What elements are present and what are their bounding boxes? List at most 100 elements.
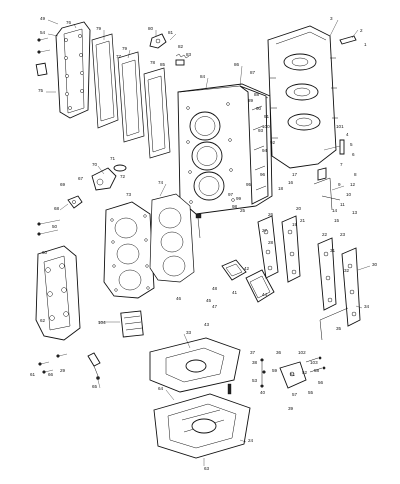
callout-69: 69 — [60, 182, 66, 187]
callout-64: 64 — [158, 386, 164, 391]
callout-24: 24 — [248, 438, 254, 443]
callout-39: 39 — [288, 406, 294, 411]
upper-adapter-plate — [149, 337, 241, 393]
transfer-cover-2 — [317, 237, 337, 311]
callout-78: 78 — [150, 60, 156, 65]
head-gasket — [149, 193, 195, 283]
callout-7: 7 — [340, 162, 343, 167]
callout-59: 59 — [272, 368, 278, 373]
callout-50: 50 — [52, 224, 58, 229]
callout-9: 9 — [338, 182, 341, 187]
callout-31: 31 — [330, 248, 336, 253]
callout-37: 37 — [250, 350, 256, 355]
cylinder-head — [103, 201, 155, 299]
reed-block — [245, 269, 275, 303]
callout-42: 42 — [244, 266, 250, 271]
callout-94: 94 — [262, 148, 268, 153]
callout-11: 11 — [340, 202, 345, 207]
callout-60: 60 — [42, 250, 48, 255]
callout-18: 18 — [278, 186, 284, 191]
callout-98: 98 — [232, 204, 238, 209]
callout-104: 104 — [98, 320, 106, 325]
small-screws-lower-left — [38, 353, 68, 374]
bracket-assembly — [279, 361, 307, 389]
callout-46: 46 — [176, 296, 182, 301]
callout-68: 68 — [54, 206, 60, 211]
callout-63: 63 — [204, 466, 210, 471]
callout-55: 55 — [308, 390, 314, 395]
transfer-cover-1 — [281, 215, 301, 283]
callout-103: 103 — [310, 360, 318, 365]
callout-79b: 79 — [122, 46, 128, 51]
callout-72: 72 — [120, 174, 126, 179]
callout-62: 62 — [40, 318, 46, 323]
callout-44: 44 — [262, 292, 268, 297]
callout-23: 23 — [340, 232, 346, 237]
callout-80: 80 — [148, 26, 154, 31]
callout-19: 19 — [292, 222, 298, 227]
exhaust-cover-gasket — [91, 33, 119, 129]
callout-13: 13 — [352, 210, 358, 215]
callout-74: 74 — [158, 180, 164, 185]
fitting-small — [67, 195, 83, 209]
callout-93: 93 — [258, 128, 264, 133]
callout-34: 34 — [364, 304, 370, 309]
zinc-anode — [120, 310, 144, 338]
callout-85: 85 — [160, 62, 166, 67]
callout-33: 33 — [186, 330, 192, 335]
callout-71: 71 — [110, 156, 116, 161]
callout-97: 97 — [228, 192, 234, 197]
callout-65: 65 — [92, 384, 98, 389]
callout-48: 48 — [212, 286, 218, 291]
callout-29: 29 — [60, 368, 66, 373]
thermostat-spring — [175, 53, 190, 66]
callout-6: 6 — [352, 152, 355, 157]
reed-plate — [221, 259, 247, 281]
callout-56: 56 — [318, 380, 324, 385]
lower-adapter-housing — [153, 393, 251, 459]
callout-96: 96 — [260, 172, 266, 177]
callout-100: 100 — [262, 124, 270, 129]
callout-102: 102 — [298, 350, 306, 355]
callout-21: 21 — [300, 218, 306, 223]
leader-lines — [46, 19, 371, 466]
callout-17: 17 — [292, 172, 298, 177]
callout-73: 73 — [126, 192, 132, 197]
exhaust-inner-gasket — [143, 67, 171, 159]
linkage-rod — [313, 177, 349, 341]
callout-22: 22 — [322, 232, 328, 237]
dowel-pin — [227, 383, 232, 395]
callout-35: 35 — [336, 326, 342, 331]
callout-38: 38 — [252, 360, 258, 365]
callout-51: 51 — [290, 372, 296, 377]
callout-89: 89 — [248, 98, 254, 103]
callout-labels: 49 54 76 79 75 79 80 81 82 83 84 85 78 7… — [30, 16, 378, 471]
callout-28: 28 — [268, 240, 274, 245]
sensor-plug — [87, 352, 101, 380]
small-tag-plate — [35, 62, 48, 77]
exhaust-cover-plate — [55, 21, 91, 119]
callout-40: 40 — [260, 390, 266, 395]
callout-88: 88 — [254, 92, 260, 97]
callout-53: 53 — [252, 378, 258, 383]
callout-25: 25 — [240, 208, 246, 213]
callout-70: 70 — [92, 162, 98, 167]
transfer-cover-3 — [341, 247, 361, 327]
callout-26: 26 — [268, 212, 274, 217]
callout-81: 81 — [168, 30, 174, 35]
callout-8: 8 — [354, 172, 357, 177]
callout-61: 61 — [30, 372, 36, 377]
callout-20: 20 — [296, 206, 302, 211]
bypass-cover — [257, 215, 279, 279]
cylinder-head-cover — [35, 245, 81, 341]
crankcase-half — [267, 25, 338, 169]
callout-32: 32 — [344, 268, 350, 273]
callout-14: 14 — [332, 208, 338, 213]
callout-83: 83 — [186, 52, 192, 57]
callout-99: 99 — [236, 196, 242, 201]
callout-95: 95 — [246, 182, 252, 187]
callout-49: 49 — [40, 16, 46, 21]
screw-set-top-left — [37, 37, 51, 54]
callout-87: 87 — [250, 70, 256, 75]
